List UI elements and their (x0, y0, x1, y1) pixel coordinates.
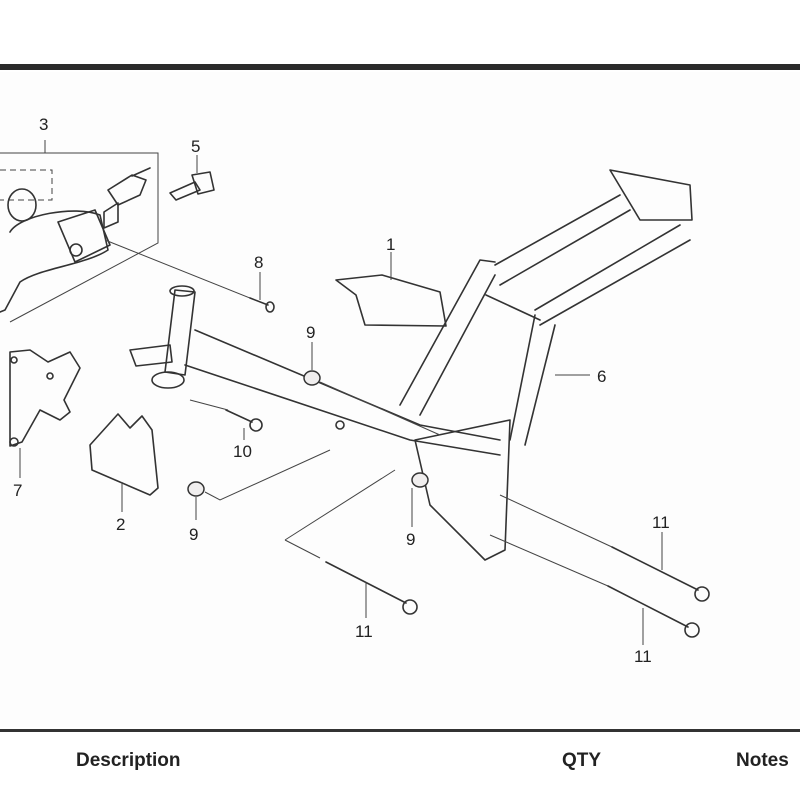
callout-6: 6 (597, 367, 606, 386)
callout-11-left: 11 (355, 622, 373, 641)
callout-10: 10 (233, 442, 252, 461)
column-header-qty: QTY (562, 750, 602, 771)
screw-part (249, 272, 275, 313)
heat-protector-upper (335, 252, 447, 327)
ignition-switch-group (0, 140, 256, 323)
callout-1: 1 (386, 235, 395, 254)
callout-11-upper-right: 11 (652, 513, 670, 532)
table-divider (0, 729, 800, 732)
callout-5: 5 (191, 137, 200, 156)
callout-8: 8 (254, 253, 263, 272)
key-part (169, 155, 215, 201)
top-divider (0, 64, 800, 70)
column-header-notes: Notes (736, 750, 789, 771)
bracket-part (9, 349, 81, 478)
callout-7: 7 (13, 481, 22, 500)
callout-9-upper: 9 (306, 323, 315, 342)
collar-parts (187, 342, 441, 527)
long-bolts (284, 469, 710, 645)
column-header-description: Description (76, 750, 181, 771)
callout-3: 3 (39, 115, 48, 134)
callout-2: 2 (116, 515, 125, 534)
callout-9-right: 9 (406, 530, 415, 549)
parts-diagram: 3 5 8 1 9 6 10 7 2 9 9 11 11 11 (0, 72, 800, 727)
callout-11-lower-right: 11 (634, 647, 652, 666)
frame-body (129, 169, 693, 561)
callout-9-left: 9 (189, 525, 198, 544)
bolt-part (189, 399, 263, 440)
heat-protector-lower (89, 413, 159, 512)
